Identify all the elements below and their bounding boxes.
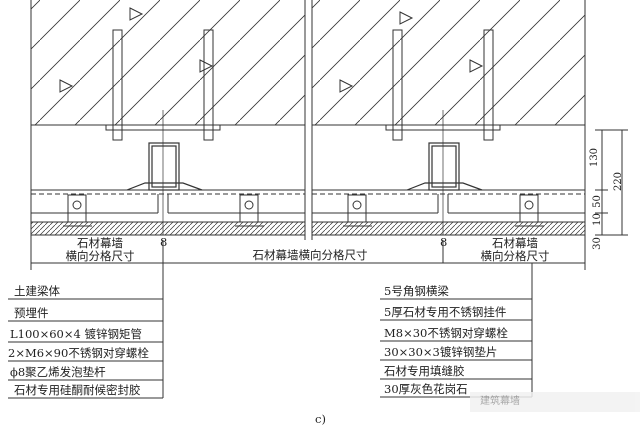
callout-label: 5号角钢横梁 [384,284,449,298]
steel-tube [126,110,483,235]
callout-label: 预埋件 [14,306,49,320]
stainless-clips [63,194,544,227]
figure-caption: c) [315,412,326,426]
span-label-line: 石材幕墙 [492,236,538,250]
span-label-line: 石材幕墙 [77,236,123,250]
joint-label-left: 8 [160,235,168,249]
joint-label-right: 8 [440,235,448,249]
dim-10: 10 [591,213,603,226]
dim-220: 220 [613,171,625,192]
dim-130: 130 [589,147,601,168]
dim-50: 50 [591,195,603,208]
right-span-label: 石材幕墙 横向分格尺寸 [450,237,580,263]
span-label-line: 横向分格尺寸 [65,249,135,263]
callout-label: 土建梁体 [14,284,60,298]
anchor-bolts [105,29,501,141]
callout-label: ϕ8聚乙烯发泡垫杆 [10,365,106,379]
middle-span-label: 石材幕墙横向分格尺寸 [252,248,368,262]
callout-label: 石材专用填缝胶 [384,364,465,378]
concrete-beam [31,0,585,125]
watermark: 建筑幕墙 [470,392,640,412]
callout-label: M8×30不锈钢对穿螺栓 [384,326,508,340]
callout-label: 30×30×3镀锌钢垫片 [384,345,498,359]
callout-label: 30厚灰色花岗石 [384,382,468,396]
callout-label: L100×60×4 镀锌钢矩管 [10,327,142,341]
callout-label: 石材专用硅酮耐候密封胶 [14,383,141,397]
callout-lines [8,298,532,399]
callout-label: 2×M6×90不锈钢对穿螺栓 [8,346,149,360]
left-span-label: 石材幕墙 横向分格尺寸 [40,237,160,263]
dim-30: 30 [591,237,603,250]
granite-panel [30,221,586,236]
dimension-lines [31,129,628,398]
span-label-line: 横向分格尺寸 [480,249,550,263]
callout-label: 5厚石材专用不锈钢挂件 [384,305,507,319]
